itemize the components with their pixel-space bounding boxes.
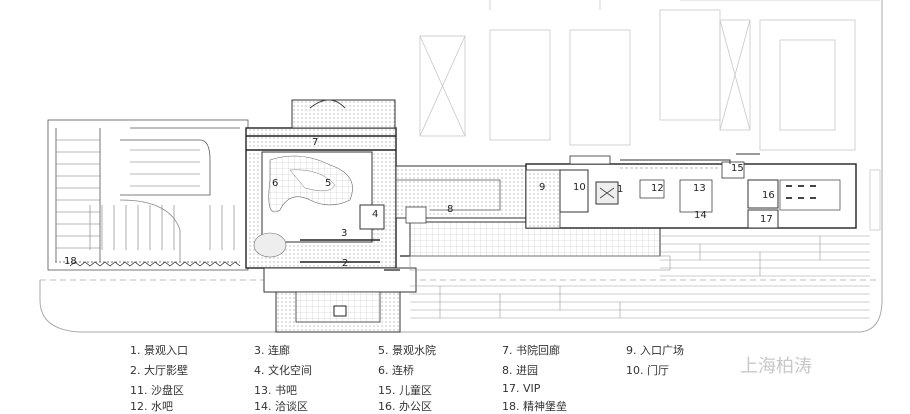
- sales-building: [525, 153, 857, 229]
- legend-item: 7. 书院回廊: [502, 344, 560, 357]
- legend-item: 16. 办公区: [378, 400, 432, 413]
- legend-item: 1. 景观入口: [130, 344, 188, 357]
- area-label-3: 3: [341, 228, 347, 239]
- area-label-7: 7: [312, 137, 318, 148]
- area-label-9: 9: [539, 182, 545, 193]
- entrance-plaza: [263, 255, 417, 333]
- area-label-4: 4: [372, 209, 378, 220]
- area-label-14: 14: [694, 210, 707, 221]
- legend-item: 10. 门厅: [626, 364, 669, 377]
- legend-item: 14. 洽谈区: [254, 400, 308, 413]
- area-label-5: 5: [325, 178, 331, 189]
- legend-item: 11. 沙盘区: [130, 384, 184, 397]
- area-label-1: 1: [617, 184, 623, 195]
- legend-item: 12. 水吧: [130, 400, 173, 413]
- legend-item: 5. 景观水院: [378, 344, 436, 357]
- legend-item: [626, 382, 750, 398]
- legend-item: 9. 入口广场: [626, 344, 684, 357]
- area-label-16: 16: [762, 190, 775, 201]
- legend-item: 18. 精神堡垒: [502, 400, 567, 413]
- area-label-15: 15: [731, 163, 744, 174]
- context-buildings: [419, 0, 881, 231]
- area-label-10: 10: [573, 182, 586, 193]
- legend-item: 17. VIP: [502, 382, 541, 395]
- legend-item: 6. 连桥: [378, 364, 414, 377]
- legend-item: 2. 大厅影壁: [130, 364, 188, 377]
- legend-item: 8. 进园: [502, 364, 538, 377]
- area-label-13: 13: [693, 183, 706, 194]
- spirit-fortress-line: [69, 261, 241, 267]
- area-label-8: 8: [447, 204, 453, 215]
- legend-item: 13. 书吧: [254, 384, 297, 397]
- site-boundary: [39, 0, 883, 333]
- parking-lot: [47, 119, 249, 271]
- area-label-18: 18: [64, 256, 77, 267]
- area-label-12: 12: [651, 183, 664, 194]
- legend-item: 15. 儿童区: [378, 384, 432, 397]
- legend-item: 3. 连廊: [254, 344, 290, 357]
- legend: 1. 景观入口 3. 连廊 5. 景观水院 7. 书院回廊 9. 入口广场 2. 大厅影壁…: [130, 342, 750, 413]
- area-label-6: 6: [272, 178, 278, 189]
- legend-item: [626, 398, 750, 414]
- watermark: 上海柏涛: [740, 356, 812, 377]
- paving-strips: [409, 235, 870, 319]
- courtyard-building: [245, 99, 397, 269]
- legend-item: 4. 文化空间: [254, 364, 312, 377]
- area-label-17: 17: [760, 214, 773, 225]
- area-label-2: 2: [342, 258, 348, 269]
